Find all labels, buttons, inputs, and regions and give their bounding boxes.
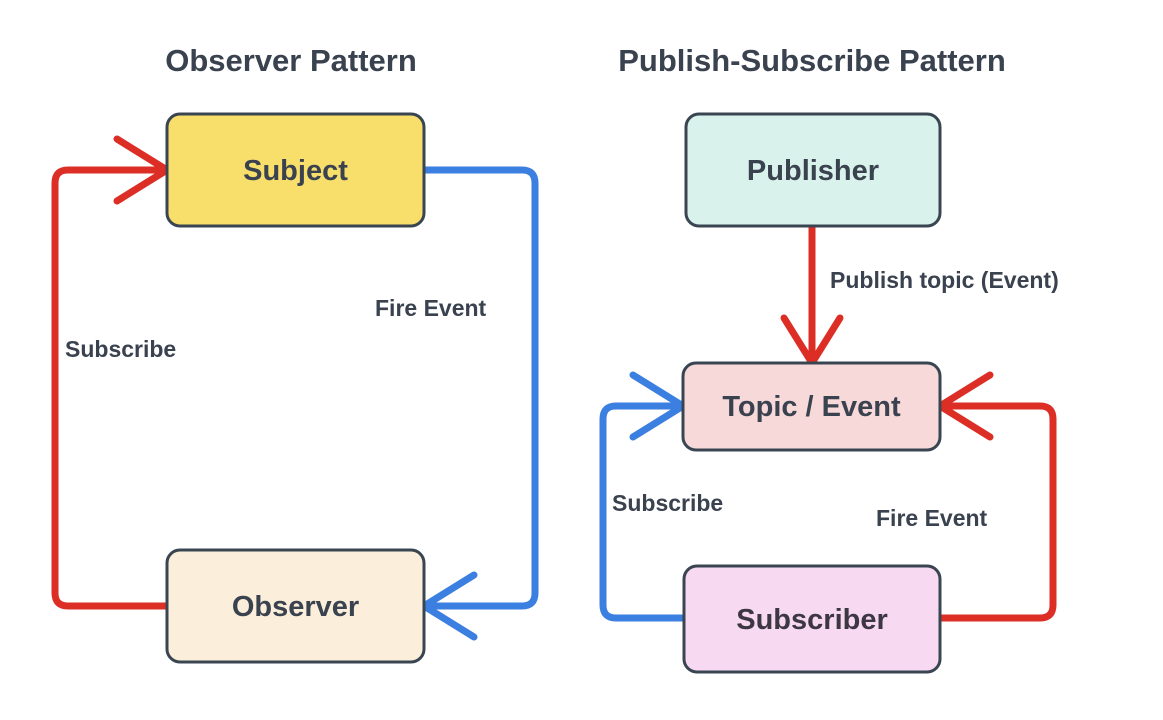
node-topic-event[interactable]: Topic / Event [681,361,942,452]
panel-titles: Observer Pattern Publish-Subscribe Patte… [165,43,1006,78]
node-box-observer [165,548,426,664]
edge-publisher-to-topic-publish[interactable] [780,222,844,367]
node-box-publisher [684,112,942,228]
node-label-subscriber: Subscriber [736,604,888,636]
edge-subject-to-observer-fire-event[interactable] [420,166,539,641]
node-box-subject [165,112,426,228]
edge-observer-to-subject-subscribe[interactable] [51,135,171,610]
edge-line-fire-event-subscriber [936,402,1057,622]
node-box-subscriber [682,564,942,674]
node-box-topic-event [681,361,942,452]
node-publisher[interactable]: Publisher [684,112,942,228]
node-subscriber[interactable]: Subscriber [682,564,942,674]
edge-label-publish-topic: Publish topic (Event) [830,267,1059,293]
edge-label-fire-event-observer: Fire Event [375,295,487,321]
node-label-topic-event: Topic / Event [722,391,901,423]
edge-line-subscribe-subscriber [599,402,688,622]
node-observer[interactable]: Observer [165,548,426,664]
edge-subscriber-to-topic-fire-event[interactable] [936,371,1057,622]
nodes-layer: Subject Observer Publisher Topic / Event… [165,112,942,674]
panel-title-observer-pattern: Observer Pattern [165,43,417,78]
node-label-publisher: Publisher [747,155,879,187]
edge-label-fire-event-subscriber: Fire Event [876,505,988,531]
edge-labels-layer: Subscribe Fire Event Publish topic (Even… [65,267,1059,531]
node-label-observer: Observer [232,591,359,623]
panel-title-publish-subscribe-pattern: Publish-Subscribe Pattern [618,43,1006,78]
node-subject[interactable]: Subject [165,112,426,228]
edge-label-subscribe-observer: Subscribe [65,336,176,362]
node-label-subject: Subject [243,155,348,187]
edge-label-subscribe-subscriber: Subscribe [612,490,723,516]
edge-line-subscribe-observer [51,166,171,610]
edge-line-fire-event-observer [420,166,539,610]
